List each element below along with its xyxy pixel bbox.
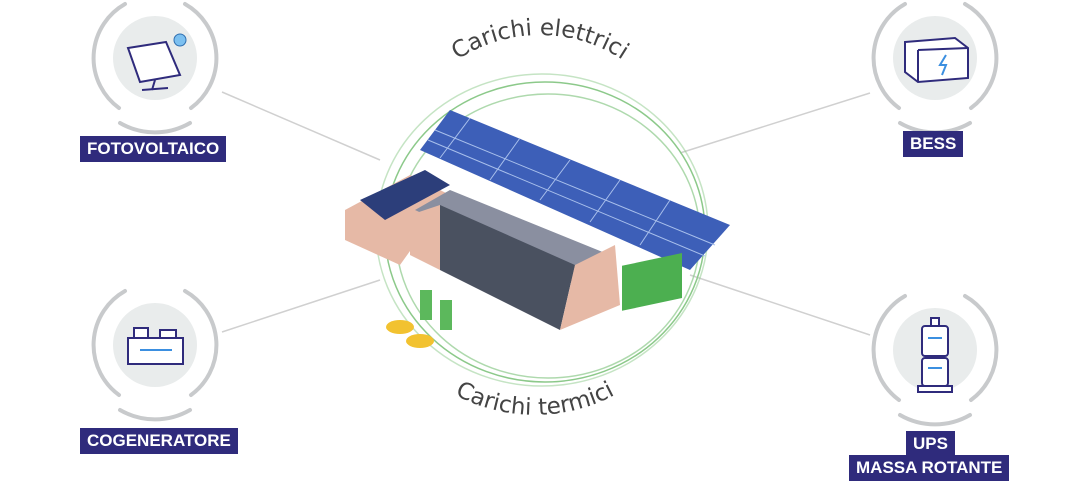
cogenerator-icon (127, 327, 184, 365)
factory-illustration (345, 110, 730, 348)
photovoltaic-label: FOTOVOLTAICO (80, 136, 227, 162)
ups-flywheel-icon (917, 317, 953, 393)
node-rings (91, 2, 999, 427)
rotating-mass-label: MASSA ROTANTE (849, 455, 1010, 481)
thermal-loads-label: Carichi termici (452, 377, 618, 421)
ups-label: UPS (906, 431, 955, 456)
electric-loads-label: Carichi elettrici (447, 15, 633, 65)
bess-label: BESS (903, 131, 964, 157)
solar-panel-icon (126, 33, 187, 91)
battery-container-icon (904, 36, 969, 84)
cogenerator-label: COGENERATORE (80, 428, 238, 454)
connector-lines (221, 91, 871, 336)
